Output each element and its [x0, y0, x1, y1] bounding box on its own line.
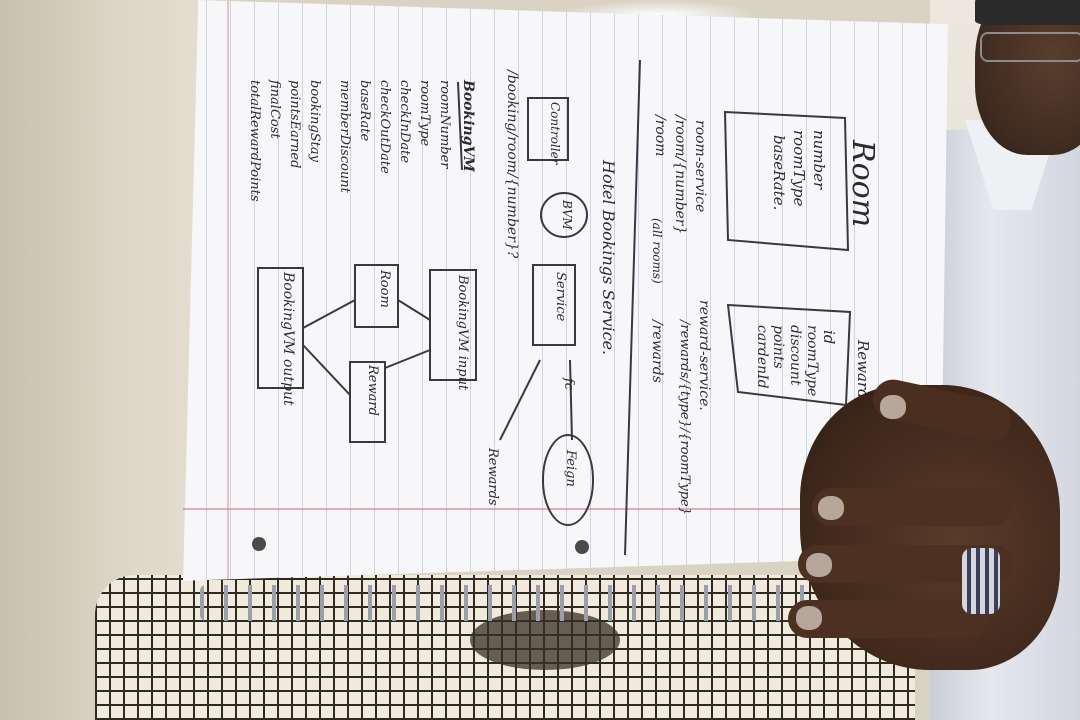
- rewards-label: Rewards: [485, 448, 500, 506]
- reward-field: cardenId: [754, 325, 770, 389]
- person-hair: [975, 0, 1080, 25]
- room-service-label: room-service: [692, 120, 708, 213]
- room-box: [723, 110, 850, 252]
- reward-field: roomType: [804, 325, 820, 397]
- bookingvm-output-label: BookingVM output: [280, 272, 296, 406]
- bookingvm-extra-field: pointsEarned: [287, 80, 302, 169]
- punch-hole: [252, 537, 266, 551]
- room-list-endpoint: /room: [652, 115, 668, 157]
- reward-list-endpoint: /rewards: [649, 320, 665, 383]
- service-box: [532, 264, 576, 346]
- bookingvm-input-box: [429, 269, 477, 381]
- room-endpoint: /room/{number}: [672, 115, 688, 235]
- fingernail: [818, 496, 844, 520]
- fingernail: [806, 553, 832, 577]
- reward-field: points: [770, 325, 786, 369]
- connector: [302, 299, 356, 329]
- room-field: number: [810, 130, 828, 190]
- person-head: [975, 0, 1080, 155]
- glasses: [980, 32, 1080, 62]
- fc-label: fc: [561, 378, 576, 391]
- ring: [962, 548, 1000, 614]
- room-field: baseRate.: [770, 135, 788, 211]
- room-all-note: (all rooms): [650, 218, 664, 284]
- reward-field: id: [820, 330, 838, 345]
- connector: [384, 349, 431, 369]
- controller-box: [527, 97, 569, 161]
- finger: [812, 488, 1012, 526]
- room-title: Room: [845, 140, 880, 228]
- bvm-circle: [540, 192, 588, 238]
- bookingvm-extra-field: totalRewardPoints: [247, 80, 262, 202]
- connector: [302, 344, 351, 396]
- room-box-label: Room: [377, 270, 392, 308]
- notebook-spiral: [200, 585, 820, 621]
- reward-endpoint: /rewards/{type}/{roomType}: [677, 320, 692, 516]
- bookingvm-field: baseRate: [357, 80, 372, 142]
- bookingvm-field: roomType: [417, 80, 432, 147]
- room-small-box: [354, 264, 399, 328]
- bookingvm-heading: BookingVM: [460, 80, 476, 172]
- reward-field: discount: [787, 325, 803, 386]
- bookingvm-extra-field: finalCost: [267, 80, 282, 139]
- bookingvm-field: checkInDate: [397, 80, 412, 164]
- heading-underline: [457, 81, 463, 171]
- divider-line: [624, 59, 641, 556]
- connector: [569, 359, 573, 441]
- bookingvm-field: memberDiscount: [337, 80, 352, 193]
- room-field: roomType: [790, 130, 808, 207]
- reward-small-box: [349, 361, 386, 443]
- booking-endpoint: /booking/room/{number}?: [504, 70, 520, 259]
- hotel-heading: Hotel Bookings Service.: [599, 160, 618, 356]
- reward-box-label: Reward: [365, 365, 380, 416]
- punch-hole: [575, 540, 589, 554]
- margin-line: [183, 508, 948, 510]
- fingernail: [880, 395, 906, 419]
- feign-circle: [542, 434, 594, 526]
- reward-service-label: reward-service.: [696, 300, 712, 411]
- bookingvm-extra-field: bookingStay: [307, 80, 322, 162]
- bvm-label: BVM: [560, 200, 574, 230]
- connector: [397, 299, 431, 321]
- controller-label: Controller: [548, 102, 562, 165]
- fingernail: [796, 606, 822, 630]
- service-label: Service: [553, 272, 568, 322]
- connector: [499, 359, 541, 441]
- feign-label: Feign: [563, 450, 578, 487]
- reward-title: Reward: [854, 340, 872, 399]
- bookingvm-field: checkOutDate: [377, 80, 392, 174]
- bookingvm-input-label: BookingVM input: [455, 275, 470, 391]
- bookingvm-field: roomNumber: [437, 80, 452, 169]
